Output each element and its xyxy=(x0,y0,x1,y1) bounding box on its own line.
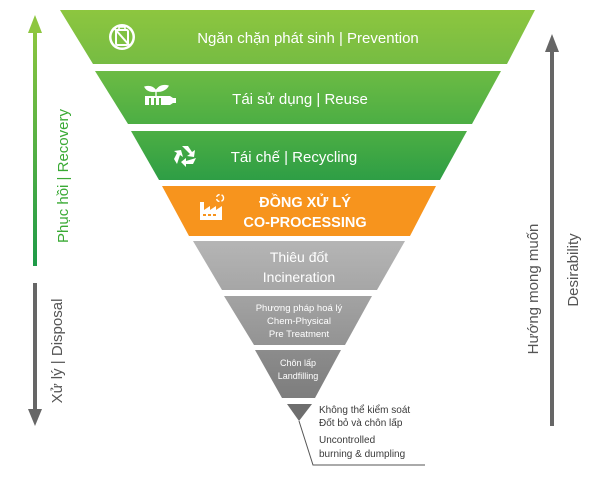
layer-incineration-label-en: Incineration xyxy=(263,269,335,285)
layer-uncontrolled-shape xyxy=(287,404,312,421)
layer-co-processing-label-vi: ĐỒNG XỬ LÝ xyxy=(259,193,351,211)
layer-recycling: Tái chế | Recycling xyxy=(131,131,467,180)
recovery-label: Phục hồi | Recovery xyxy=(55,109,72,243)
layer-co-processing: ĐỒNG XỬ LÝ CO-PROCESSING xyxy=(162,186,436,236)
layer-prevention: Ngăn chặn phát sinh | Prevention xyxy=(60,10,535,64)
layer-recycling-shape xyxy=(131,131,467,180)
layer-chem-physical-label-vi: Phương pháp hoá lý xyxy=(256,303,343,314)
desirability-arrow xyxy=(545,34,559,426)
uncontrolled-label-en-1: Uncontrolled xyxy=(319,435,375,446)
desirability-label-vi: Hướng mong muốn xyxy=(525,224,542,355)
layer-co-processing-shape xyxy=(162,186,436,236)
layer-reuse-label: Tái sử dụng | Reuse xyxy=(232,91,368,108)
desirability-label-en: Desirability xyxy=(565,233,582,307)
disposal-arrow-head-icon xyxy=(28,409,42,426)
desirability-arrow-shaft xyxy=(550,48,554,426)
recovery-arrow xyxy=(28,15,42,266)
recovery-arrow-head-icon xyxy=(28,15,42,33)
layer-reuse-shape xyxy=(95,71,501,124)
layer-incineration-shape xyxy=(193,241,405,290)
layer-landfilling-label-vi: Chôn lấp xyxy=(280,358,316,368)
layer-prevention-label: Ngăn chặn phát sinh | Prevention xyxy=(197,30,419,47)
layer-landfilling-label-en: Landfilling xyxy=(278,371,319,381)
recycle-icon xyxy=(174,146,196,167)
layer-incineration: Thiêu đốt Incineration xyxy=(193,241,405,290)
factory-recycle-icon xyxy=(200,193,225,220)
layer-chem-physical-label-en-2: Pre Treatment xyxy=(269,329,330,340)
uncontrolled-label-vi-1: Không thể kiểm soát xyxy=(319,404,410,416)
layer-chem-physical: Phương pháp hoá lý Chem-Physical Pre Tre… xyxy=(224,296,372,345)
desirability-arrow-head-icon xyxy=(545,34,559,52)
layer-prevention-shape xyxy=(60,10,535,64)
recovery-arrow-shaft xyxy=(33,28,37,266)
disposal-label: Xử lý | Disposal xyxy=(49,299,66,404)
layer-co-processing-label-en: CO-PROCESSING xyxy=(243,215,366,231)
layer-chem-physical-label-en: Chem-Physical xyxy=(267,316,331,327)
no-plastic-bag-icon xyxy=(109,24,135,50)
uncontrolled-label-vi-2: Đốt bỏ và chôn lấp xyxy=(319,417,403,429)
layer-reuse: Tái sử dụng | Reuse xyxy=(95,71,501,124)
layer-uncontrolled: Không thể kiểm soát Đốt bỏ và chôn lấp U… xyxy=(287,404,425,466)
disposal-arrow xyxy=(28,283,42,426)
layer-landfilling-shape xyxy=(255,350,341,398)
disposal-arrow-shaft xyxy=(33,283,37,413)
layer-recycling-label: Tái chế | Recycling xyxy=(231,149,357,166)
layer-incineration-label-vi: Thiêu đốt xyxy=(270,249,328,265)
plant-bottle-icon xyxy=(144,84,176,105)
uncontrolled-leader-line xyxy=(298,420,425,466)
uncontrolled-label-en-2: burning & dumpling xyxy=(319,449,405,460)
layer-landfilling: Chôn lấp Landfilling xyxy=(255,350,341,398)
layer-chem-physical-shape xyxy=(224,296,372,345)
